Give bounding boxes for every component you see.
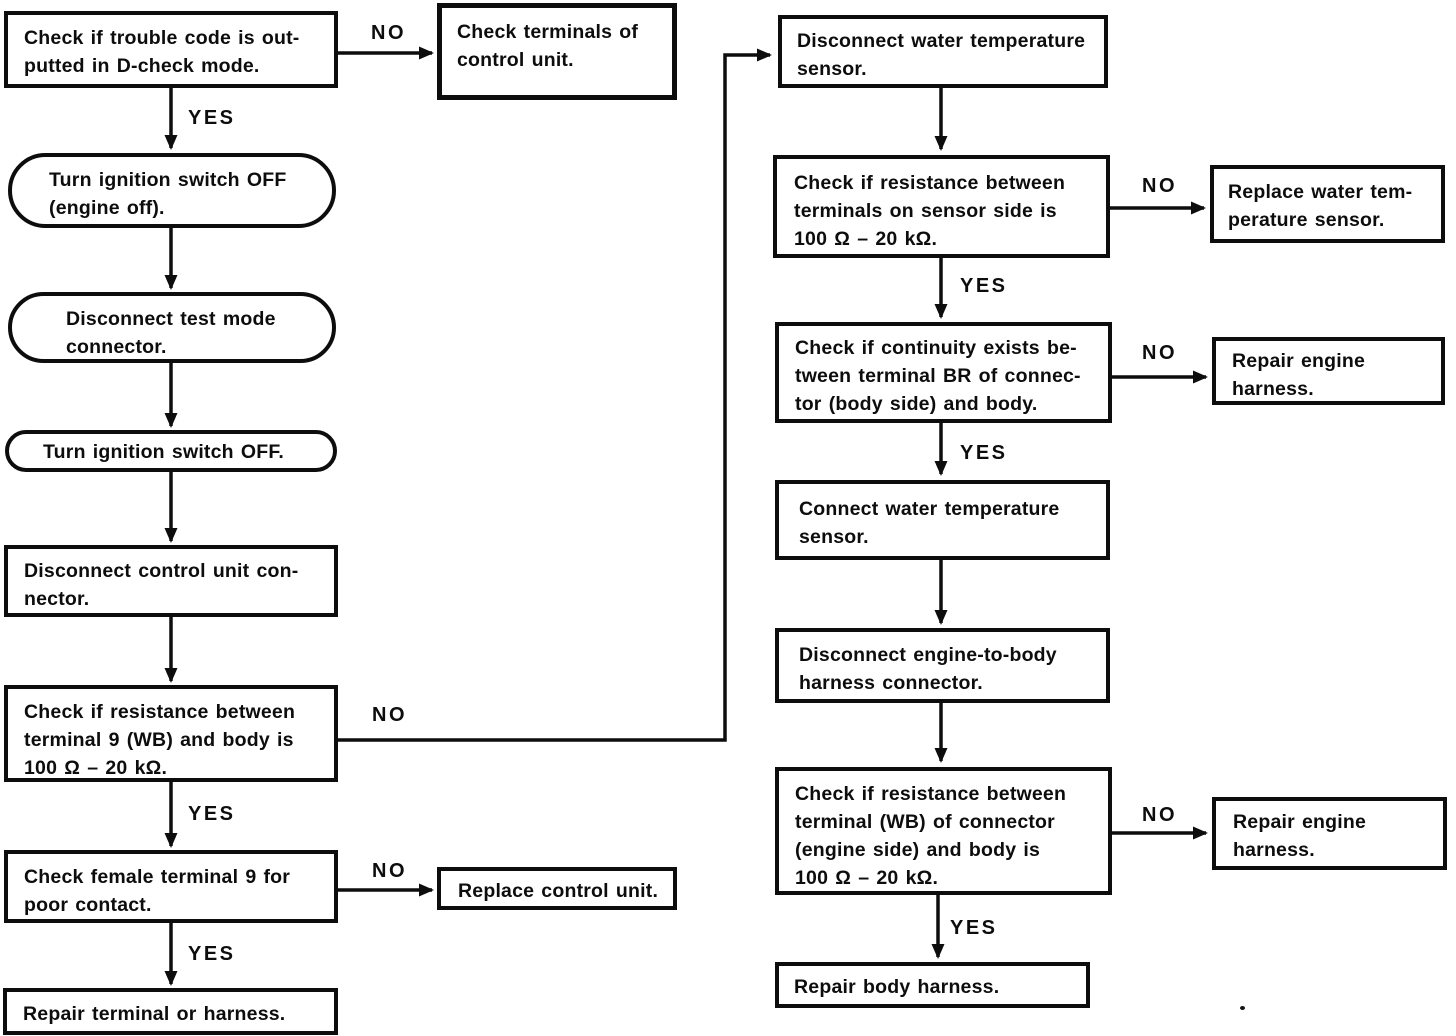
node-text-line: Check if resistance between — [795, 783, 1067, 805]
node-text-line: Check female terminal 9 for — [24, 866, 291, 888]
edge-label-no-1: NO — [371, 22, 406, 44]
node-text-line: Connect water temperature — [799, 498, 1060, 520]
node-text-line: 100 Ω – 20 kΩ. — [794, 228, 938, 250]
node-text-line: connector. — [66, 336, 167, 358]
node-check-female-terminal: Check female terminal 9 for poor contact… — [4, 850, 338, 923]
node-text-line: terminals on sensor side is — [794, 200, 1057, 222]
node-text-line: Check if continuity exists be- — [795, 337, 1077, 359]
node-text-line: sensor. — [799, 526, 869, 548]
node-disconnect-e2b: Disconnect engine-to-body harness connec… — [775, 628, 1110, 703]
node-text-line: Turn ignition switch OFF. — [43, 441, 284, 463]
node-text-line: tween terminal BR of connec- — [795, 365, 1081, 387]
node-text-line: harness connector. — [799, 672, 983, 694]
node-text-line: sensor. — [797, 58, 867, 80]
node-check-resistance-9wb: Check if resistance between terminal 9 (… — [4, 685, 338, 782]
node-text-line: Disconnect engine-to-body — [799, 644, 1057, 666]
node-text-line: Check terminals of — [457, 21, 639, 43]
node-connect-wts: Connect water temperature sensor. — [775, 480, 1110, 560]
edge-label-yes-2: YES — [188, 803, 236, 825]
node-disconnect-test-mode: Disconnect test mode connector. — [8, 292, 336, 363]
edge-label-no-5: NO — [1142, 342, 1177, 364]
node-text-line: (engine side) and body is — [795, 839, 1041, 861]
stray-dot-artifact — [1240, 1006, 1245, 1010]
node-text-line: poor contact. — [24, 894, 152, 916]
node-ignition-off-engine: Turn ignition switch OFF (engine off). — [8, 153, 336, 228]
node-text-line: Disconnect control unit con- — [24, 560, 299, 582]
edge-label-no-6: NO — [1142, 804, 1177, 826]
edge-label-no-4: NO — [1142, 175, 1177, 197]
edge-label-yes-3: YES — [188, 943, 236, 965]
node-check-terminals: Check terminals of control unit. — [437, 3, 677, 100]
node-text-line: Turn ignition switch OFF — [49, 169, 287, 191]
node-disconnect-cu-connector: Disconnect control unit con- nector. — [4, 545, 338, 617]
edge-label-no-2: NO — [372, 704, 407, 726]
node-text-line: harness. — [1233, 839, 1315, 861]
node-text-line: terminal 9 (WB) and body is — [24, 729, 294, 751]
node-text-line: control unit. — [457, 49, 574, 71]
node-text-line: Replace water tem- — [1228, 181, 1413, 203]
node-text-line: tor (body side) and body. — [795, 393, 1038, 415]
node-text-line: Repair terminal or harness. — [23, 1003, 286, 1025]
edge-label-yes-6: YES — [950, 917, 998, 939]
node-check-trouble-code: Check if trouble code is out- putted in … — [4, 11, 338, 88]
node-text-line: Replace control unit. — [458, 880, 659, 902]
node-text-line: terminal (WB) of connector — [795, 811, 1055, 833]
node-repair-terminal-harness: Repair terminal or harness. — [3, 988, 338, 1035]
node-text-line: Repair engine — [1233, 811, 1367, 833]
node-text-line: 100 Ω – 20 kΩ. — [795, 867, 939, 889]
node-repair-body-harness: Repair body harness. — [775, 962, 1090, 1008]
edge-label-no-3: NO — [372, 860, 407, 882]
node-check-resistance-wb-engine: Check if resistance between terminal (WB… — [775, 767, 1112, 895]
node-check-resistance-sensor: Check if resistance between terminals on… — [773, 155, 1110, 258]
node-replace-control-unit: Replace control unit. — [437, 867, 677, 910]
node-text-line: putted in D-check mode. — [24, 55, 260, 77]
node-ignition-off: Turn ignition switch OFF. — [5, 430, 337, 472]
node-replace-wts: Replace water tem- perature sensor. — [1210, 165, 1445, 243]
node-disconnect-wts: Disconnect water temperature sensor. — [778, 15, 1108, 88]
node-text-line: Check if resistance between — [794, 172, 1066, 194]
node-text-line: Repair engine — [1232, 350, 1366, 372]
node-text-line: Repair body harness. — [794, 976, 1000, 998]
edge-label-yes-5: YES — [960, 442, 1008, 464]
node-repair-engine-harness-2: Repair engine harness. — [1212, 797, 1447, 870]
node-text-line: harness. — [1232, 378, 1314, 400]
node-text-line: (engine off). — [49, 197, 165, 219]
node-text-line: Check if resistance between — [24, 701, 296, 723]
edge-no-resistance-to-disconnect-wts — [338, 48, 772, 742]
node-text-line: Check if trouble code is out- — [24, 27, 300, 49]
edge-label-yes-1: YES — [188, 107, 236, 129]
node-text-line: Disconnect water temperature — [797, 30, 1086, 52]
node-repair-engine-harness-1: Repair engine harness. — [1212, 337, 1445, 405]
node-check-continuity-br: Check if continuity exists be- tween ter… — [775, 322, 1112, 423]
node-text-line: Disconnect test mode — [66, 308, 276, 330]
edge-label-yes-4: YES — [960, 275, 1008, 297]
node-text-line: 100 Ω – 20 kΩ. — [24, 757, 168, 779]
node-text-line: perature sensor. — [1228, 209, 1385, 231]
node-text-line: nector. — [24, 588, 90, 610]
